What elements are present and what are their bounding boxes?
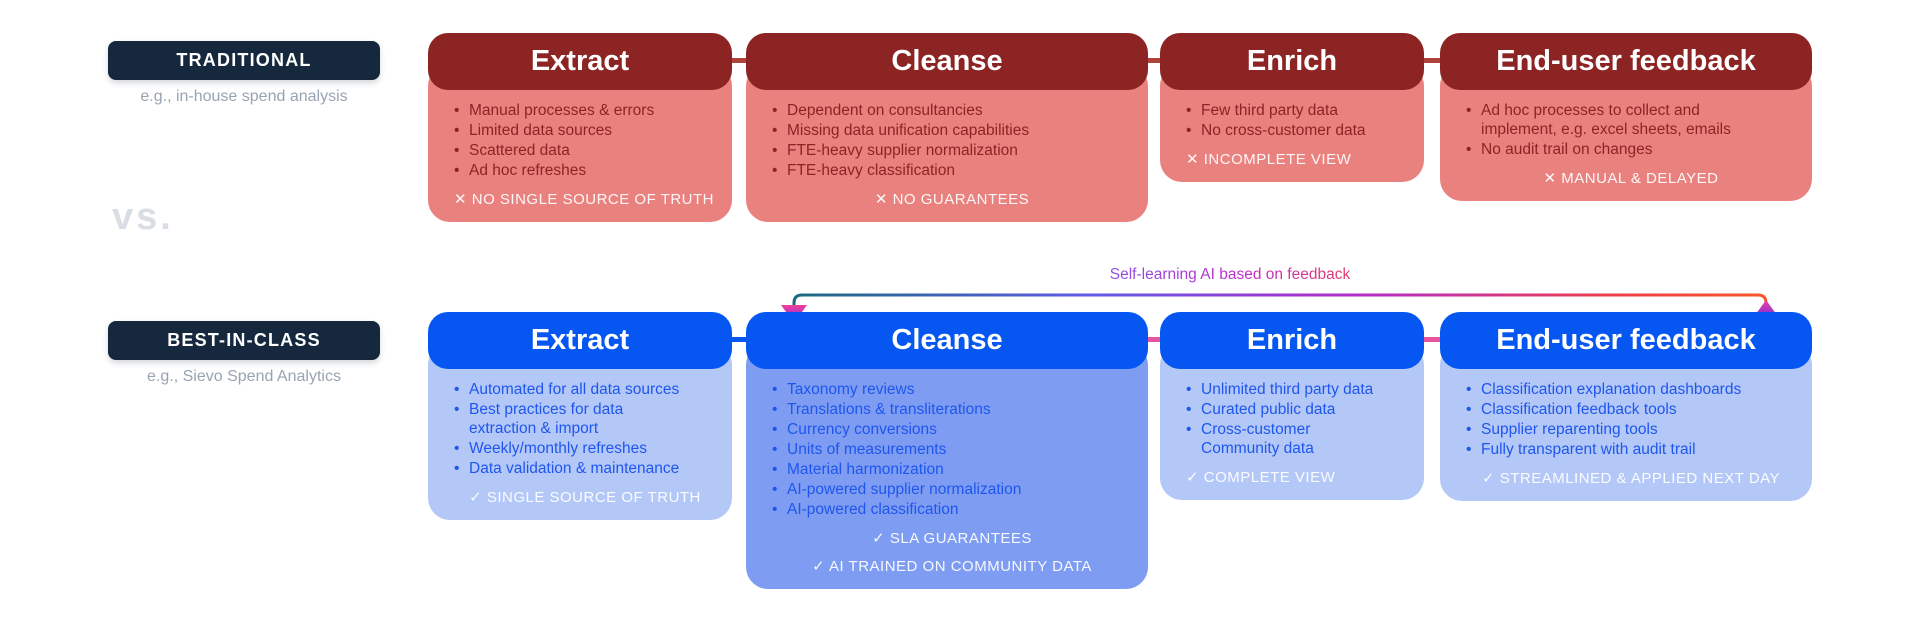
traditional-feedback-card: End-user feedback Ad hoc processes to co… xyxy=(1440,33,1812,201)
bullet: Data validation & maintenance xyxy=(452,459,684,478)
best-feedback-bullets: Classification explanation dashboardsCla… xyxy=(1464,380,1798,459)
best-extract-title: Extract xyxy=(428,312,732,369)
bullet: Manual processes & errors xyxy=(452,101,718,120)
bullet: Automated for all data sources xyxy=(452,380,684,399)
traditional-feedback-bullets: Ad hoc processes to collect and implemen… xyxy=(1464,101,1798,159)
best-enrich-title: Enrich xyxy=(1160,312,1424,369)
best-cleanse-footer: ✓ SLA GUARANTEES ✓ AI TRAINED ON COMMUNIT… xyxy=(770,529,1134,575)
traditional-extract-bullets: Manual processes & errorsLimited data so… xyxy=(452,101,718,180)
footer-line: ✓ COMPLETE VIEW xyxy=(1186,469,1336,486)
traditional-enrich-title: Enrich xyxy=(1160,33,1424,90)
feedback-arrow-line xyxy=(792,293,1768,309)
bullet: Cross-customer Community data xyxy=(1184,420,1410,458)
bullet: Weekly/monthly refreshes xyxy=(452,439,684,458)
traditional-cleanse-card: Cleanse Dependent on consultanciesMissin… xyxy=(746,33,1148,222)
bullet: Material harmonization xyxy=(770,460,1134,479)
bullet: Ad hoc processes to collect and implemen… xyxy=(1464,101,1764,139)
bullet: Supplier reparenting tools xyxy=(1464,420,1798,439)
bullet: Best practices for data extraction & imp… xyxy=(452,400,684,438)
best-enrich-bullets: Unlimited third party dataCurated public… xyxy=(1184,380,1410,458)
traditional-extract-title: Extract xyxy=(428,33,732,90)
footer-line: ✓ SINGLE SOURCE OF TRUTH xyxy=(469,489,701,506)
bullet: Units of measurements xyxy=(770,440,1134,459)
traditional-label-pill: TRADITIONAL xyxy=(108,41,380,80)
traditional-cleanse-footer: ✕ NO GUARANTEES xyxy=(770,190,1134,208)
bullet: No cross-customer data xyxy=(1184,121,1410,140)
traditional-enrich-card: Enrich Few third party dataNo cross-cust… xyxy=(1160,33,1424,182)
best-cleanse-card: Cleanse Taxonomy reviewsTranslations & t… xyxy=(746,312,1148,589)
bullet: Unlimited third party data xyxy=(1184,380,1410,399)
bullet: Translations & transliterations xyxy=(770,400,1134,419)
best-enrich-footer: ✓ COMPLETE VIEW xyxy=(1184,468,1410,486)
best-extract-bullets: Automated for all data sourcesBest pract… xyxy=(452,380,718,478)
footer-line: ✕ INCOMPLETE VIEW xyxy=(1186,151,1352,168)
bullet: FTE-heavy supplier normalization xyxy=(770,141,1134,160)
footer-line: ✓ AI TRAINED ON COMMUNITY DATA xyxy=(812,558,1092,575)
best-connector-3 xyxy=(1420,337,1444,342)
bullet: Taxonomy reviews xyxy=(770,380,1134,399)
footer-line: ✕ NO GUARANTEES xyxy=(874,191,1030,208)
bullet: Limited data sources xyxy=(452,121,718,140)
footer-line: ✓ STREAMLINED & APPLIED NEXT DAY xyxy=(1481,470,1781,487)
bullet: Few third party data xyxy=(1184,101,1410,120)
bullet: Fully transparent with audit trail xyxy=(1464,440,1798,459)
best-connector-2 xyxy=(1144,337,1164,342)
bullet: Ad hoc refreshes xyxy=(452,161,718,180)
bullet: No audit trail on changes xyxy=(1464,140,1764,159)
traditional-feedback-title: End-user feedback xyxy=(1440,33,1812,90)
footer-line: ✓ SLA GUARANTEES xyxy=(872,530,1032,547)
best-cleanse-bullets: Taxonomy reviewsTranslations & translite… xyxy=(770,380,1134,519)
traditional-enrich-bullets: Few third party dataNo cross-customer da… xyxy=(1184,101,1410,140)
best-in-class-label-pill: BEST-IN-CLASS xyxy=(108,321,380,360)
traditional-connector-2 xyxy=(1144,58,1164,63)
feedback-arrow-label: Self-learning AI based on feedback xyxy=(1060,266,1400,284)
best-enrich-card: Enrich Unlimited third party dataCurated… xyxy=(1160,312,1424,500)
best-in-class-subtitle: e.g., Sievo Spend Analytics xyxy=(147,368,341,385)
bullet: Classification feedback tools xyxy=(1464,400,1798,419)
bullet: FTE-heavy classification xyxy=(770,161,1134,180)
bullet: Dependent on consultancies xyxy=(770,101,1134,120)
traditional-cleanse-title: Cleanse xyxy=(746,33,1148,90)
traditional-extract-card: Extract Manual processes & errorsLimited… xyxy=(428,33,732,222)
best-extract-footer: ✓ SINGLE SOURCE OF TRUTH xyxy=(452,488,718,506)
traditional-feedback-footer: ✕ MANUAL & DELAYED xyxy=(1464,169,1798,187)
bullet: AI-powered supplier normalization xyxy=(770,480,1134,499)
footer-line: ✕ NO SINGLE SOURCE OF TRUTH xyxy=(454,191,714,208)
footer-line: ✕ MANUAL & DELAYED xyxy=(1543,170,1719,187)
bullet: Classification explanation dashboards xyxy=(1464,380,1798,399)
vs-label: vs. xyxy=(112,196,174,238)
best-feedback-card: End-user feedback Classification explana… xyxy=(1440,312,1812,501)
traditional-connector-3 xyxy=(1420,58,1444,63)
bullet: Currency conversions xyxy=(770,420,1134,439)
traditional-subtitle: e.g., in-house spend analysis xyxy=(140,88,348,105)
best-cleanse-title: Cleanse xyxy=(746,312,1148,369)
bullet: Curated public data xyxy=(1184,400,1410,419)
traditional-enrich-footer: ✕ INCOMPLETE VIEW xyxy=(1184,150,1410,168)
bullet: Scattered data xyxy=(452,141,718,160)
traditional-connector-1 xyxy=(728,58,750,63)
bullet: AI-powered classification xyxy=(770,500,1134,519)
best-connector-1 xyxy=(728,337,750,342)
best-feedback-title: End-user feedback xyxy=(1440,312,1812,369)
best-extract-card: Extract Automated for all data sourcesBe… xyxy=(428,312,732,520)
bullet: Missing data unification capabilities xyxy=(770,121,1134,140)
best-feedback-footer: ✓ STREAMLINED & APPLIED NEXT DAY xyxy=(1464,469,1798,487)
traditional-extract-footer: ✕ NO SINGLE SOURCE OF TRUTH xyxy=(452,190,718,208)
traditional-cleanse-bullets: Dependent on consultanciesMissing data u… xyxy=(770,101,1134,180)
